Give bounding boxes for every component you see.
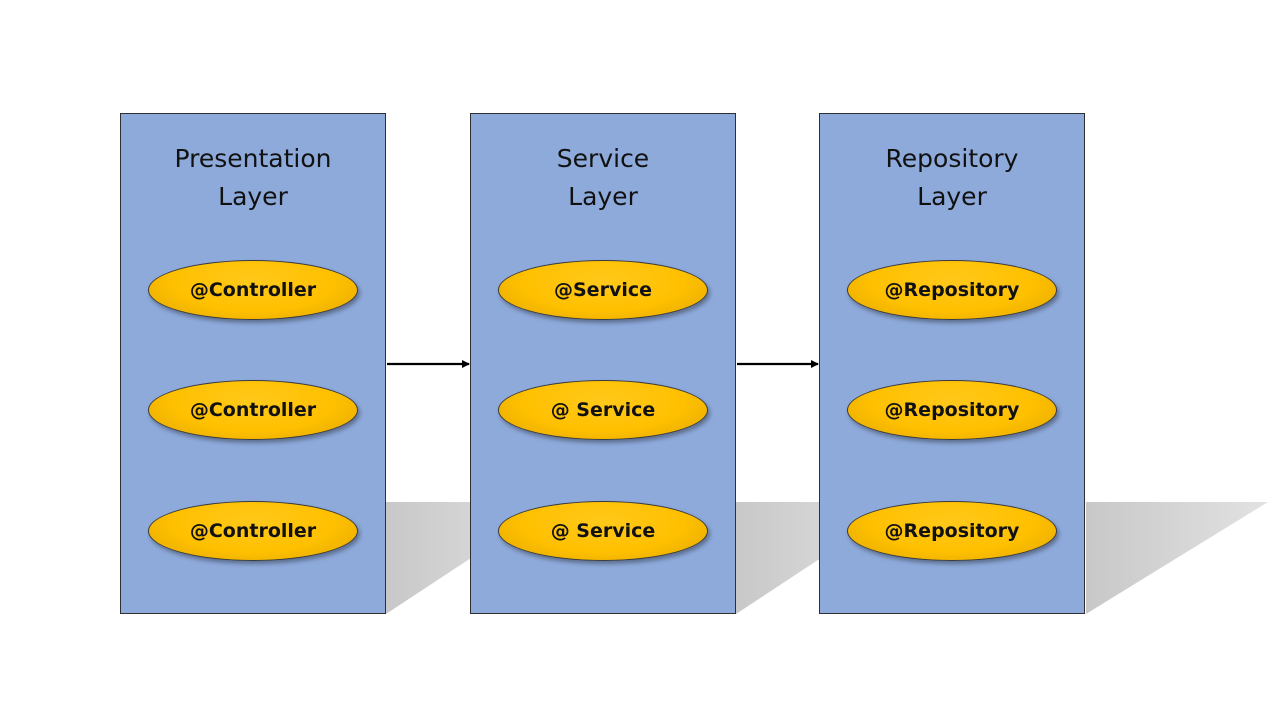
layer-title-line2: Layer xyxy=(917,182,987,211)
service-bean: @Service xyxy=(498,260,708,320)
service-bean: @ Service xyxy=(498,501,708,561)
layer-title-line2: Layer xyxy=(218,182,288,211)
repository-layer-box: Repository Layer @Repository @Repository… xyxy=(819,113,1085,614)
controller-bean: @Controller xyxy=(148,380,358,440)
repository-bean: @Repository xyxy=(847,380,1057,440)
layer-title-line2: Layer xyxy=(568,182,638,211)
repository-bean: @Repository xyxy=(847,501,1057,561)
layer-title-line1: Service xyxy=(556,144,650,173)
layer-title: Repository Layer xyxy=(820,140,1084,216)
service-layer-box: Service Layer @Service @ Service @ Servi… xyxy=(470,113,736,614)
layer-title-line1: Repository xyxy=(885,144,1019,173)
controller-bean: @Controller xyxy=(148,260,358,320)
repository-bean: @Repository xyxy=(847,260,1057,320)
layer-title-line1: Presentation xyxy=(174,144,332,173)
layer-title: Service Layer xyxy=(471,140,735,216)
presentation-layer-box: Presentation Layer @Controller @Controll… xyxy=(120,113,386,614)
service-bean: @ Service xyxy=(498,380,708,440)
layer-title: Presentation Layer xyxy=(121,140,385,216)
controller-bean: @Controller xyxy=(148,501,358,561)
layer-shadow-repository xyxy=(1086,502,1268,614)
